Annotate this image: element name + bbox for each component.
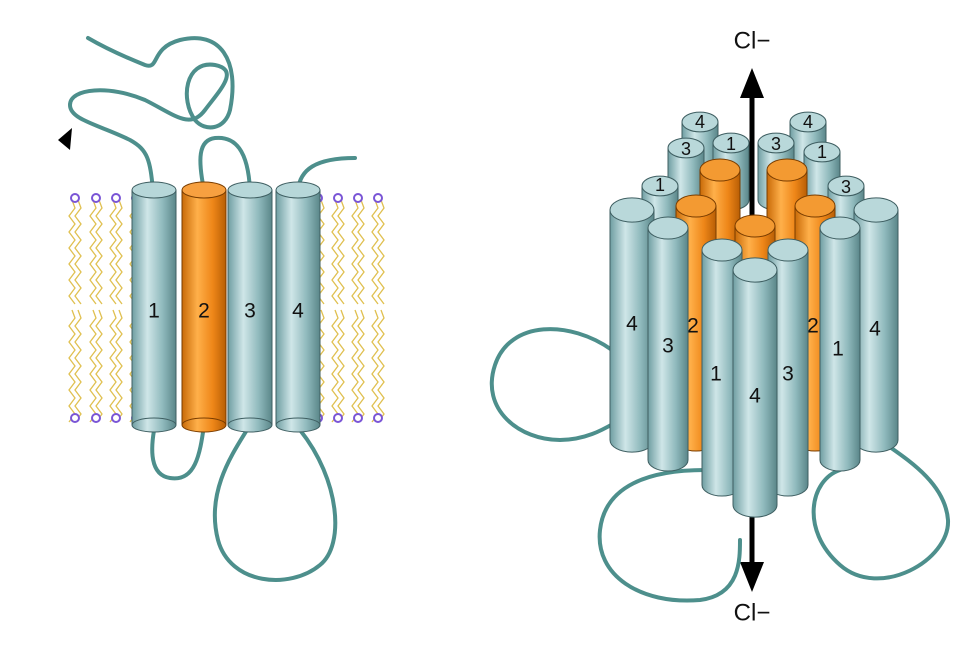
arrow-up-icon bbox=[740, 68, 764, 98]
loop-1-2-top bbox=[198, 135, 252, 192]
right-helix-label: 1 bbox=[710, 363, 722, 386]
lipid-tail bbox=[331, 199, 339, 305]
lipid-head bbox=[373, 193, 383, 203]
lipid-head bbox=[91, 193, 101, 203]
right-helix-label: 1 bbox=[832, 338, 844, 361]
lipid-head bbox=[70, 193, 80, 203]
left-loops bbox=[58, 36, 357, 582]
right-helix-label: 3 bbox=[841, 177, 851, 197]
helix-front-1b: 1 bbox=[819, 216, 861, 472]
lipid-tail bbox=[357, 199, 365, 305]
n-terminal-loop bbox=[67, 36, 235, 192]
lipid-tail bbox=[357, 309, 365, 423]
lipid-head bbox=[70, 413, 80, 423]
left-helix-4: 4 bbox=[275, 181, 321, 433]
lipid-head bbox=[333, 413, 343, 423]
lipid-tail bbox=[89, 309, 97, 423]
lipid-tail bbox=[377, 309, 385, 423]
lipid-tail bbox=[351, 199, 359, 305]
lipid-head bbox=[111, 193, 121, 203]
right-helix-label: 1 bbox=[726, 134, 736, 154]
right-helix-label: 2 bbox=[807, 315, 819, 338]
right-helix-label: 4 bbox=[749, 385, 761, 408]
lipid-tail bbox=[109, 309, 117, 423]
arrow-down-icon bbox=[740, 562, 764, 592]
lipid-tail bbox=[95, 199, 103, 305]
right-loops bbox=[489, 327, 951, 603]
right-helix-label: 4 bbox=[626, 313, 638, 336]
right-helix-label: 3 bbox=[771, 134, 781, 154]
helix-front-3a: 3 bbox=[647, 216, 689, 472]
right-helix-label: 2 bbox=[687, 315, 699, 338]
right-helix-label: 4 bbox=[695, 112, 705, 132]
helix-front-4a: 4 bbox=[609, 197, 655, 453]
lipid-tail bbox=[337, 199, 345, 305]
right-helix-label: 4 bbox=[803, 112, 813, 132]
loop-bottom-right bbox=[811, 438, 951, 581]
loop-bottom-left bbox=[597, 468, 742, 603]
left-helix-label: 1 bbox=[148, 300, 160, 323]
lipid-head bbox=[333, 193, 343, 203]
left-helix-label: 3 bbox=[244, 300, 256, 323]
lipid-head bbox=[373, 413, 383, 423]
lipid-bilayer bbox=[68, 193, 385, 423]
right-helix-label: 3 bbox=[782, 363, 794, 386]
lipid-tail bbox=[89, 199, 97, 305]
helix-front-3b: 3 bbox=[767, 238, 809, 497]
right-helix-label: 3 bbox=[662, 335, 674, 358]
lipid-tail bbox=[109, 199, 117, 305]
left-helix-3: 3 bbox=[227, 181, 273, 433]
loop-left-outer bbox=[489, 327, 622, 443]
lipid-tail bbox=[351, 309, 359, 423]
ion-label-bottom: Cl− bbox=[734, 599, 771, 626]
lipid-head bbox=[353, 193, 363, 203]
lipid-head bbox=[111, 413, 121, 423]
lipid-tail bbox=[115, 199, 123, 305]
helix-front-4b: 4 bbox=[732, 257, 778, 518]
right-helix-label: 1 bbox=[655, 175, 665, 195]
lipid-head bbox=[91, 413, 101, 423]
lipid-tail bbox=[74, 199, 82, 305]
helix-front-4c: 4 bbox=[853, 197, 899, 453]
right-helix-label: 1 bbox=[817, 142, 827, 162]
left-helix-label: 2 bbox=[198, 300, 210, 323]
terminus-arrow-icon bbox=[58, 128, 72, 150]
left-helix-2: 2 bbox=[181, 181, 227, 433]
lipid-tail bbox=[337, 309, 345, 423]
lipid-tail bbox=[371, 199, 379, 305]
right-helix-label: 3 bbox=[681, 139, 691, 159]
loop-3-4-bottom bbox=[212, 423, 338, 582]
left-helix-1: 1 bbox=[131, 181, 177, 433]
lipid-tail bbox=[331, 309, 339, 423]
lipid-tail bbox=[68, 309, 76, 423]
loop-1-2-bottom bbox=[150, 423, 206, 481]
lipid-head bbox=[353, 413, 363, 423]
lipid-tail bbox=[95, 309, 103, 423]
lipid-tail bbox=[68, 199, 76, 305]
lipid-tail bbox=[115, 309, 123, 423]
lipid-tail bbox=[74, 309, 82, 423]
left-helix-group: 1 2 3 4 bbox=[131, 181, 321, 433]
lipid-tail bbox=[377, 199, 385, 305]
ion-label-top: Cl− bbox=[734, 27, 771, 54]
right-helix-label: 4 bbox=[869, 318, 881, 341]
left-helix-label: 4 bbox=[292, 300, 304, 323]
lipid-tail bbox=[371, 309, 379, 423]
